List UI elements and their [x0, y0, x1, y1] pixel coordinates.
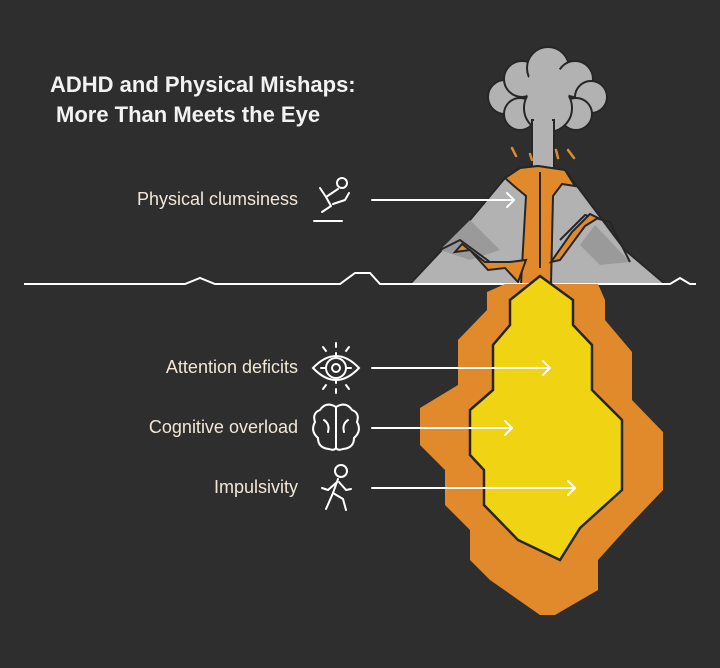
eye-target-icon	[311, 342, 361, 394]
arrows	[371, 192, 576, 496]
ground-line	[24, 272, 696, 285]
diagram-title: ADHD and Physical Mishaps: More Than Mee…	[50, 70, 356, 130]
arrow-cognitive-overload	[371, 420, 513, 436]
label-impulsivity: Impulsivity	[213, 477, 298, 497]
falling-person-icon	[313, 177, 350, 222]
eruption-sparks	[510, 146, 576, 162]
arrow-impulsivity	[371, 480, 576, 496]
title-line-2: More Than Meets the Eye	[56, 102, 321, 127]
brain-icon	[312, 403, 360, 451]
label-attention-deficits: Attention deficits	[165, 357, 298, 377]
label-physical-clumsiness: Physical clumsiness	[136, 189, 298, 209]
walking-person-icon	[321, 464, 352, 511]
title-line-1: ADHD and Physical Mishaps:	[50, 72, 356, 97]
arrow-attention-deficits	[371, 360, 551, 376]
label-cognitive-overload: Cognitive overload	[148, 417, 298, 437]
arrow-physical-clumsiness	[371, 192, 515, 208]
